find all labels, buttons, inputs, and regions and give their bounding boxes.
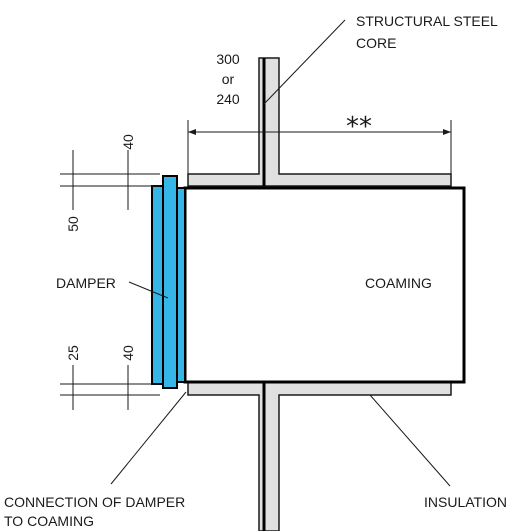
label-connection-line1: CONNECTION OF DAMPER — [4, 494, 185, 510]
leader-damper — [128, 281, 169, 299]
label-insulation: INSULATION — [424, 494, 507, 510]
leader-connection — [110, 391, 187, 485]
label-core-line2: CORE — [356, 35, 396, 51]
damper-body — [162, 175, 178, 389]
label-dim-or: or — [222, 71, 235, 87]
label-star: ** — [346, 112, 372, 142]
damper-flange-inner — [176, 187, 186, 383]
label-dim-40-top: 40 — [120, 134, 136, 150]
label-dim-240: 240 — [216, 91, 240, 107]
label-damper: DAMPER — [56, 275, 116, 291]
damper-flange-outer — [151, 185, 164, 385]
label-dim-40-bottom: 40 — [120, 345, 136, 361]
leader-insulation — [369, 394, 451, 487]
label-dim-300: 300 — [216, 51, 240, 67]
label-dim-50: 50 — [65, 216, 81, 232]
label-core-line1: STRUCTURAL STEEL — [356, 13, 498, 29]
arrow-star-right — [443, 129, 451, 135]
steel-core-lower — [187, 381, 452, 531]
arrow-300-left — [188, 129, 196, 135]
label-coaming: COAMING — [365, 275, 432, 291]
label-connection-line2: TO COAMING — [4, 513, 94, 529]
steel-core-upper — [187, 57, 452, 187]
leader-core — [263, 19, 346, 105]
label-dim-25: 25 — [65, 345, 81, 361]
coaming-box — [183, 186, 466, 384]
